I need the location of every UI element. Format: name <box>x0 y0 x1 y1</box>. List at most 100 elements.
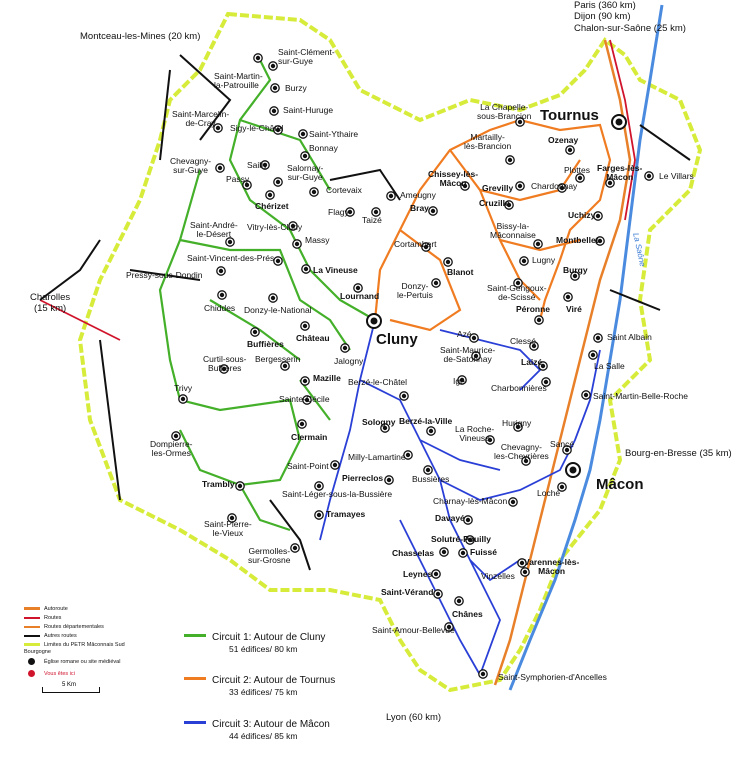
church-marker-dot <box>373 209 379 215</box>
church-marker-dot <box>275 258 281 264</box>
place-label-la-vineuse: La Vineuse <box>313 265 358 275</box>
church-marker-dot <box>292 545 298 551</box>
place-label-buffieres: Buffières <box>247 339 284 349</box>
church-marker-dot <box>487 437 493 443</box>
circuit-2-route <box>373 118 612 332</box>
place-label-chevagny-chevrieres: Chevagny- les-Chevrières <box>494 442 549 461</box>
place-label-passy: Passy <box>226 174 250 184</box>
place-label-bergesserin: Bergesserin <box>255 354 301 364</box>
place-label-saint-andre: Saint-André- le-Désert <box>190 220 238 239</box>
church-marker-dot <box>299 421 305 427</box>
circuit-2: Circuit 2: Autour de Tournus 33 édifices… <box>184 670 335 697</box>
church-marker-dot <box>386 477 392 483</box>
place-label-taize: Taizé <box>362 215 382 225</box>
church-marker-dot <box>423 244 429 250</box>
church-marker-dot <box>302 378 308 384</box>
church-marker-dot <box>517 119 523 125</box>
city-cluny: Cluny <box>376 331 418 348</box>
place-label-cortevaix: Cortevaix <box>326 185 362 195</box>
church-marker-dot <box>430 208 436 214</box>
place-label-ozenay: Ozenay <box>548 135 579 145</box>
church-marker-dot <box>572 273 578 279</box>
place-label-sologny: Sologny <box>362 417 396 427</box>
place-label-saint-albain: Saint Albain <box>607 332 652 342</box>
church-marker-dot <box>459 377 465 383</box>
place-label-saint-point: Saint-Point <box>287 461 329 471</box>
church-marker-dot <box>531 343 537 349</box>
church-marker-dot <box>510 499 516 505</box>
church-marker-dot <box>272 85 278 91</box>
church-marker-dot <box>300 131 306 137</box>
church-marker-dot <box>446 624 452 630</box>
church-marker-dot <box>227 239 233 245</box>
legend-item: Autres routes <box>24 633 77 641</box>
church-marker-dot <box>467 537 473 543</box>
place-label-vitry: Vitry-lès-Cluny <box>247 222 303 232</box>
place-label-laize: Laizé <box>521 357 543 367</box>
place-label-saint-gengoux: Saint-Gengoux- de-Scissé <box>487 283 547 302</box>
place-label-clesse: Clessé <box>510 336 536 346</box>
place-label-lournand: Lournand <box>340 291 380 301</box>
church-marker-dot <box>506 202 512 208</box>
church-marker-dot <box>462 183 468 189</box>
place-label-dompierre: Dompierre- les-Ormes <box>150 439 193 458</box>
place-label-chiddes: Chiddes <box>204 303 236 313</box>
city-macon: Mâcon <box>596 476 644 493</box>
scale-bar: 5 Km <box>42 682 102 696</box>
place-label-lugny: Lugny <box>532 255 556 265</box>
place-label-chateau: Château <box>296 333 330 343</box>
church-marker-dot <box>597 238 603 244</box>
church-marker-dot <box>445 259 451 265</box>
church-marker-dot <box>536 317 542 323</box>
church-marker-dot <box>270 295 276 301</box>
church-marker-dot <box>262 162 268 168</box>
church-marker-dot <box>607 180 613 186</box>
city-markers <box>366 114 627 478</box>
church-marker-dot <box>355 285 361 291</box>
church-marker-dot <box>219 292 225 298</box>
church-marker-dot <box>456 598 462 604</box>
church-marker-dot <box>215 125 221 131</box>
church-marker-dot <box>559 185 565 191</box>
church-marker-dot <box>567 147 573 153</box>
church-marker-dot <box>565 294 571 300</box>
main-road <box>39 39 636 341</box>
place-label-davaye: Davayé <box>435 513 465 523</box>
place-label-saint-vincent: Saint-Vincent-des-Prés <box>187 253 275 263</box>
place-label-uchizy: Uchizy <box>568 210 596 220</box>
place-label-burgy: Burgy <box>563 265 588 275</box>
church-marker-dot <box>433 571 439 577</box>
place-label-le-villars: Le Villars <box>659 171 694 181</box>
church-marker-dot <box>435 591 441 597</box>
place-label-grevilly: Grevilly <box>482 183 514 193</box>
place-label-mazille: Mazille <box>313 373 341 383</box>
place-label-varennes: Varennes-lès- Mâcon <box>524 557 580 576</box>
place-label-chardonnay: Chardonnay <box>531 181 578 191</box>
circuit-3-route <box>319 319 601 676</box>
place-label-saint-marcelin: Saint-Marcelin- de-Cray <box>172 109 230 128</box>
place-label-flagy: Flagy <box>328 207 349 217</box>
church-marker-dot <box>311 189 317 195</box>
place-label-germolles: Germolles- sur-Grosne <box>248 546 291 565</box>
lyon-destination: Lyon (60 km) <box>386 712 442 723</box>
place-label-sainte-cecile: Sainte-Cécile <box>279 394 330 404</box>
church-marker-dot <box>332 462 338 468</box>
place-label-vire: Viré <box>566 304 582 314</box>
church-marker-dot <box>218 268 224 274</box>
church-marker-dot <box>405 452 411 458</box>
place-label-charnay: Charnay-lès-Mâcon <box>433 496 508 506</box>
church-marker-dot <box>583 392 589 398</box>
place-label-ige: Igé <box>453 376 465 386</box>
church-marker-dot <box>465 517 471 523</box>
place-label-chasselas: Chasselas <box>392 548 435 558</box>
other-roads <box>39 54 691 571</box>
place-label-plottes: Plottes <box>564 165 590 175</box>
place-label-sance: Sancé <box>550 439 575 449</box>
church-marker-dot <box>180 396 186 402</box>
church-markers <box>171 53 654 679</box>
place-label-cruzille: Cruzille <box>479 198 510 208</box>
north-destinations: Paris (360 km) Dijon (90 km) Chalon-sur-… <box>574 0 686 34</box>
place-label-bussieres: Bussières <box>412 474 450 484</box>
legend-item: Routes <box>24 615 61 623</box>
